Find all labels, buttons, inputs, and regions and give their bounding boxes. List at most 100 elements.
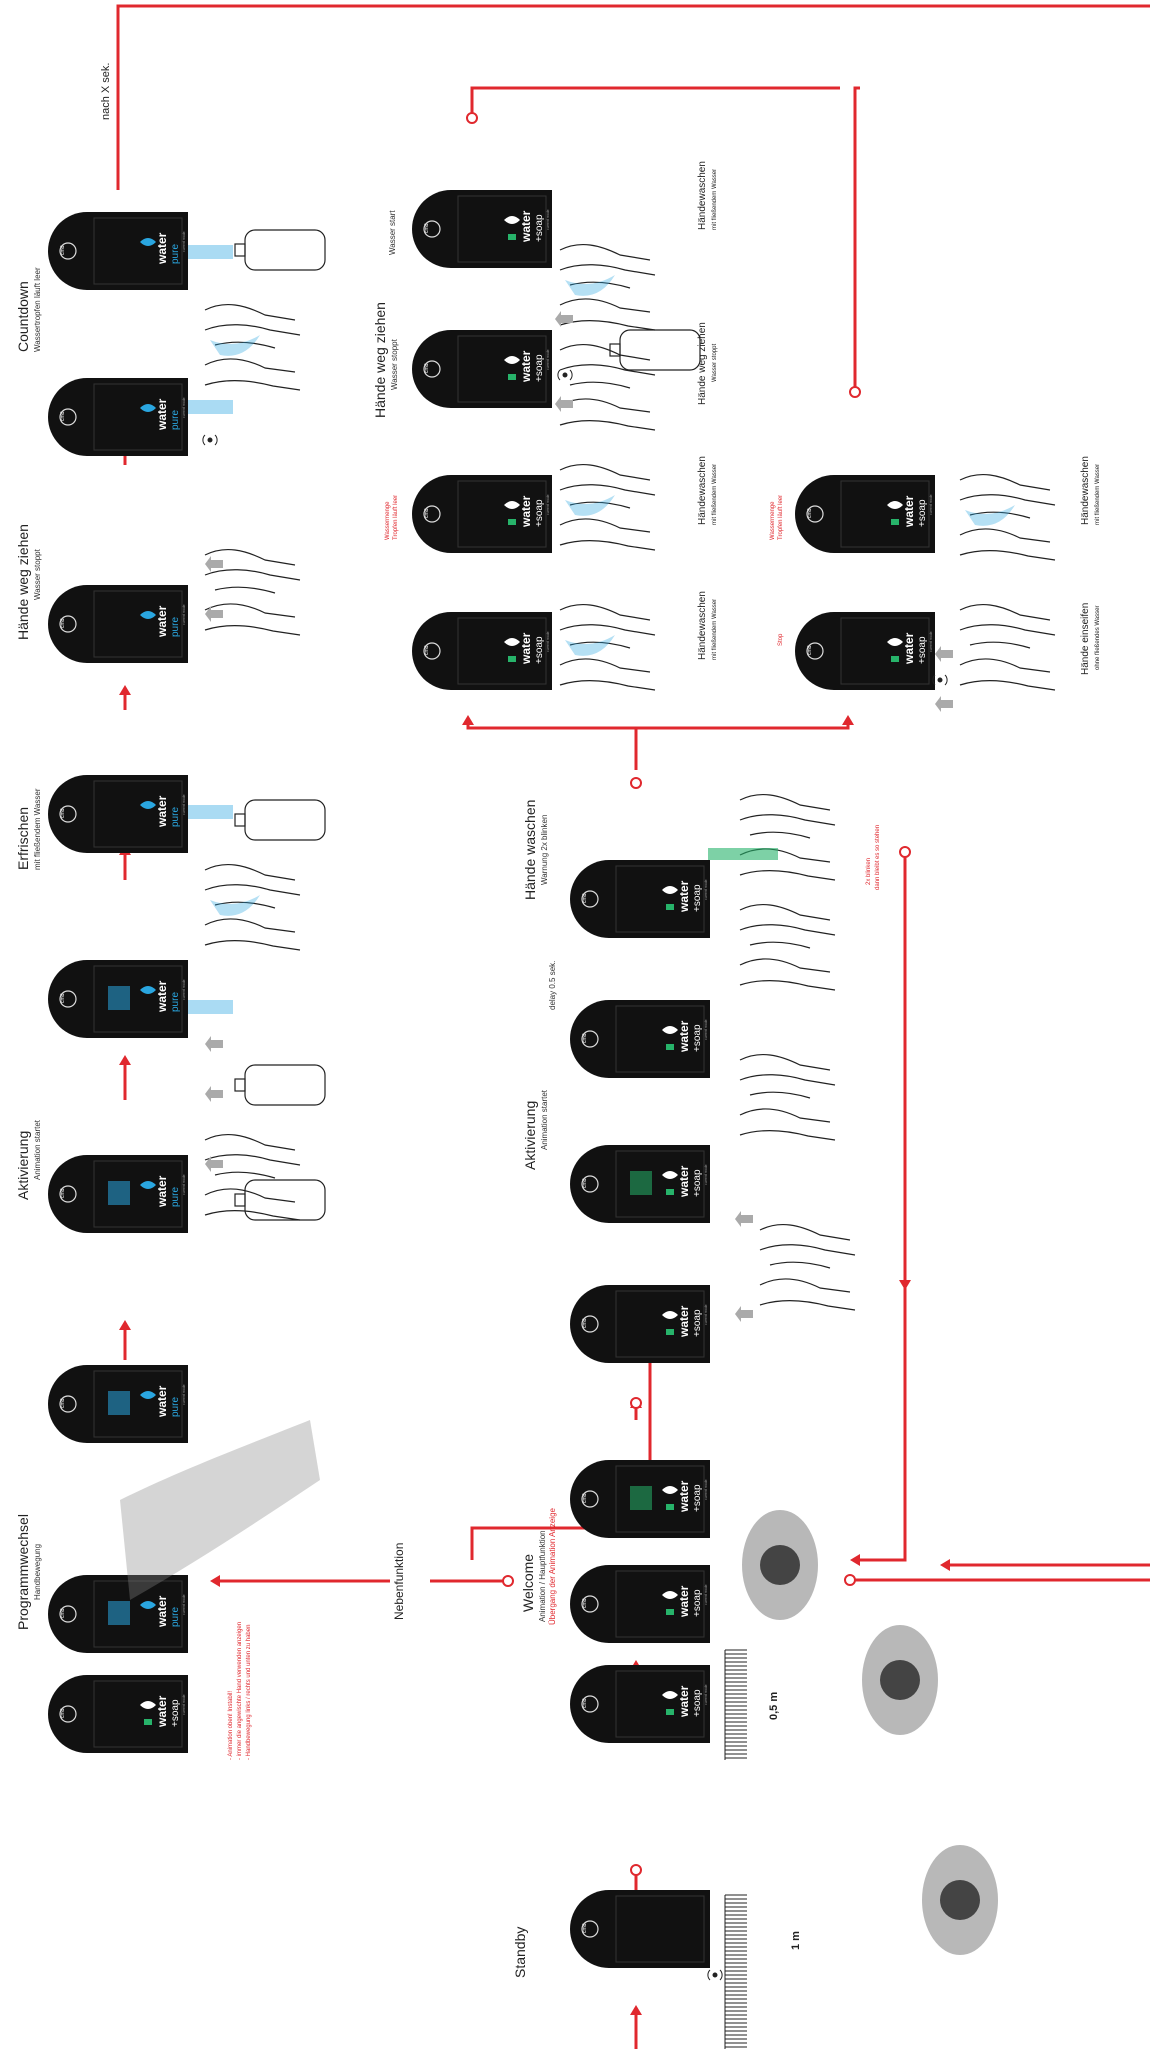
- current-mode-label: current mode: [546, 349, 550, 370]
- person-approaching: [862, 1625, 938, 1735]
- logo-icon: [423, 505, 441, 523]
- logo-text: cmd: [807, 645, 813, 655]
- water-drop-icon: [504, 356, 520, 364]
- water-label: water: [519, 632, 533, 665]
- hands-away-title: Hände weg ziehen: [15, 524, 31, 640]
- bottle-icon: [609, 329, 701, 371]
- current-mode-label: current mode: [546, 494, 550, 515]
- water-amount-1a: Wassermenge: [385, 501, 391, 540]
- blink-note-2: dann bleibt es so stehen: [875, 824, 881, 890]
- logo-icon: [59, 615, 77, 633]
- handwash-c-title: Händewaschen: [697, 591, 708, 660]
- welcome-subtitle-2: Übergang der Animation Anzeige: [548, 1508, 557, 1625]
- flow-arrowhead-12: [850, 1554, 860, 1566]
- water-label: water: [155, 1595, 169, 1628]
- pure-label: pure: [170, 807, 181, 827]
- water-drop-icon: [140, 1601, 156, 1609]
- program-note-1: - Animation oben! Instabil!: [228, 1690, 234, 1760]
- water-drop-icon: [662, 1171, 678, 1179]
- refresh-subtitle: mit fließendem Wasser: [33, 788, 42, 871]
- soap-label: +soap: [917, 499, 928, 527]
- current-mode-label: current mode: [929, 631, 933, 652]
- soap-bottle-icon: [666, 1504, 674, 1510]
- soap-bottle-icon: [666, 1189, 674, 1195]
- flow-node-6: [899, 846, 911, 858]
- soap-bottle-icon: [144, 1719, 152, 1725]
- hands-away-2: [559, 344, 656, 431]
- hands-countdown: [204, 304, 301, 391]
- logo-icon: [806, 642, 824, 660]
- pure-label: pure: [170, 992, 181, 1012]
- device-screen-frame: [93, 780, 183, 848]
- water-stream: [188, 400, 233, 414]
- current-mode-label: current mode: [182, 604, 186, 625]
- water-drop-icon: [504, 638, 520, 646]
- logo-icon: [59, 990, 77, 1008]
- program-change-title: Programmwechsel: [15, 1514, 31, 1630]
- logo-text: cmd: [60, 245, 66, 255]
- water-label: water: [677, 1165, 691, 1198]
- water-splash: [210, 895, 260, 916]
- motion-arrow-icon: [205, 606, 223, 622]
- countdown-title: Countdown: [15, 281, 31, 352]
- connector-2: [470, 86, 840, 118]
- device-screen-frame: [615, 1465, 705, 1533]
- activation-title: Aktivierung: [15, 1130, 31, 1200]
- motion-arrow-icon: [735, 1306, 753, 1322]
- water-stream: [188, 245, 233, 259]
- logo-icon: [59, 1705, 77, 1723]
- device-body: [570, 1565, 710, 1643]
- distance-ruler-one: [724, 1894, 747, 2049]
- flow-arrowhead-14: [210, 1575, 220, 1587]
- pure-label: pure: [170, 617, 181, 637]
- logo-icon: [423, 360, 441, 378]
- water-drop-icon: [662, 1691, 678, 1699]
- blink-note-1: 2x blinken: [866, 857, 872, 885]
- hands-away-2-title: Hände weg ziehen: [372, 302, 388, 418]
- water-drop-icon: [504, 501, 520, 509]
- flow-arrowhead-4: [119, 1055, 131, 1065]
- distance-one-meter: 1 m: [790, 1931, 802, 1950]
- device-body: [48, 585, 188, 663]
- delay-label: delay 0.5 sek.: [548, 960, 557, 1010]
- soap-label: +soap: [692, 1589, 703, 1617]
- hands-wash-4: [959, 474, 1056, 561]
- logo-icon: [581, 1315, 599, 1333]
- current-mode-label: current mode: [182, 1174, 186, 1195]
- water-drop-icon: [140, 1181, 156, 1189]
- water-amount-1b: Tropfen läuft leer: [393, 494, 399, 540]
- device-screen-frame: [93, 1160, 183, 1228]
- water-stream: [188, 805, 233, 819]
- handwash-b-title: Händewaschen: [697, 456, 708, 525]
- device-screen-frame: [457, 335, 547, 403]
- animation-overlay: [108, 1181, 130, 1205]
- current-mode-label: current mode: [182, 1694, 186, 1715]
- device-body: [570, 1890, 710, 1968]
- current-mode-label: current mode: [704, 1019, 708, 1040]
- device-screen-frame: [93, 590, 183, 658]
- flow-arrowhead-2: [119, 685, 131, 695]
- device-screen-frame: [615, 1290, 705, 1358]
- pure-label: pure: [170, 244, 181, 264]
- hands-wash-2: [559, 464, 656, 551]
- device-body: [570, 860, 710, 938]
- refresh-title: Erfrischen: [15, 806, 31, 870]
- flow-arrowhead-9: [462, 715, 474, 725]
- water-label: water: [677, 1480, 691, 1513]
- soap-bottle-icon: [508, 234, 516, 240]
- current-mode-label: current mode: [182, 397, 186, 418]
- device-screen-frame: [615, 1150, 705, 1218]
- logo-text: cmd: [424, 508, 430, 518]
- water-drop-icon: [887, 501, 903, 509]
- flow-arrowhead-11: [899, 1280, 911, 1290]
- logo-text: cmd: [582, 1493, 588, 1503]
